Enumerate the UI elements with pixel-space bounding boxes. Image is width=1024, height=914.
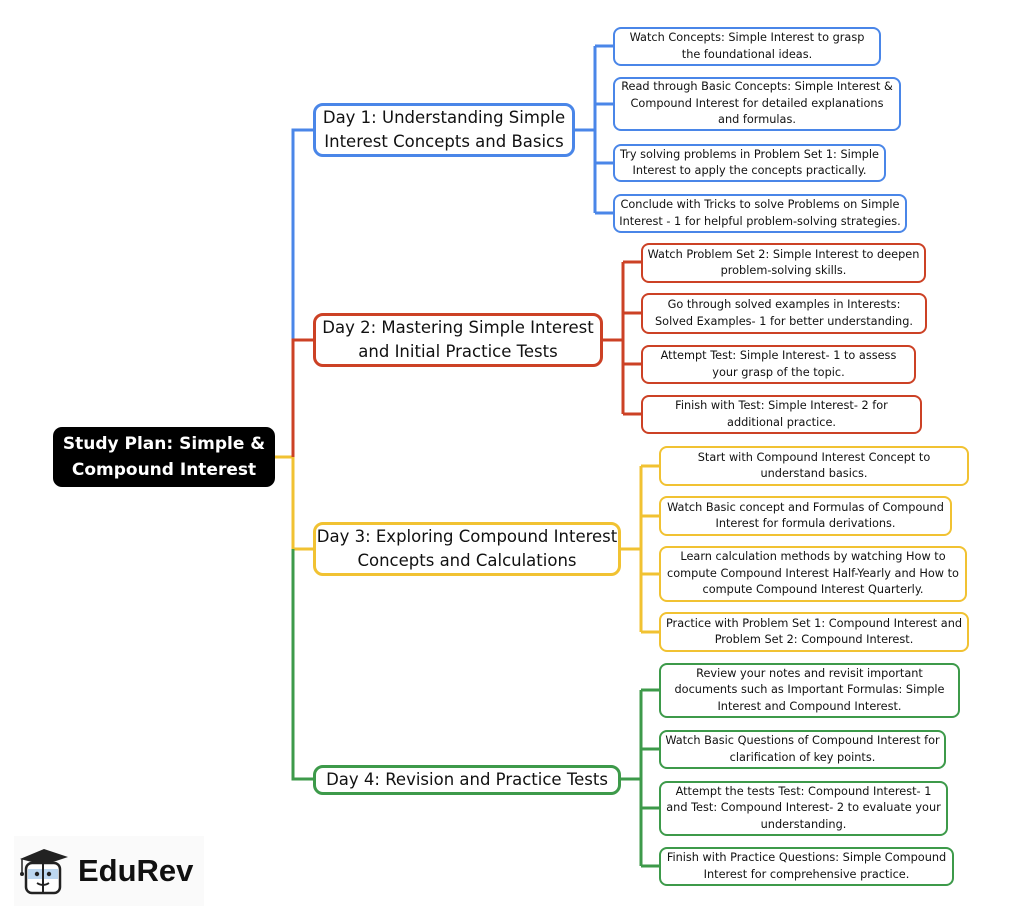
day2-task-4: Finish with Test: Simple Interest- 2 for… — [641, 395, 922, 434]
root-label: Study Plan: Simple & Compound Interest — [62, 434, 266, 480]
day3-task-3: Learn calculation methods by watching Ho… — [659, 546, 967, 602]
day4-task-4: Finish with Practice Questions: Simple C… — [659, 847, 954, 886]
task-text: Finish with Practice Questions: Simple C… — [666, 851, 947, 881]
task-text: Start with Compound Interest Concept to … — [697, 450, 931, 481]
day3-task-1: Start with Compound Interest Concept to … — [659, 446, 969, 486]
day4-node: Day 4: Revision and Practice Tests — [313, 765, 621, 795]
task-text: Read through Basic Concepts: Simple Inte… — [621, 80, 893, 127]
task-text: Go through solved examples in Interests:… — [655, 298, 913, 328]
task-text: Watch Concepts: Simple Interest to grasp… — [629, 31, 865, 61]
day4-task-1: Review your notes and revisit important … — [659, 663, 960, 718]
task-text: Practice with Problem Set 1: Compound In… — [665, 616, 963, 647]
day4-label: Day 4: Revision and Practice Tests — [326, 770, 608, 789]
day3-node: Day 3: Exploring Compound Interest Conce… — [313, 522, 621, 576]
connector-day4 — [291, 549, 313, 781]
day2-label: Day 2: Mastering Simple Interest and Ini… — [322, 318, 594, 361]
connector-day2-tasks — [603, 260, 641, 416]
graduation-cap-mascot-icon — [20, 849, 68, 895]
task-text: Watch Basic concept and Formulas of Comp… — [667, 500, 944, 531]
day1-task-1: Watch Concepts: Simple Interest to grasp… — [613, 27, 881, 66]
day1-task-3: Try solving problems in Problem Set 1: S… — [613, 144, 886, 182]
day4-task-2: Watch Basic Questions of Compound Intere… — [659, 730, 946, 769]
task-text: Watch Basic Questions of Compound Intere… — [665, 734, 940, 764]
logo-text: EduRev — [78, 853, 194, 888]
day3-task-2: Watch Basic concept and Formulas of Comp… — [659, 496, 952, 536]
day3-label: Day 3: Exploring Compound Interest Conce… — [316, 527, 618, 570]
task-text: Review your notes and revisit important … — [674, 666, 945, 713]
task-text: Attempt the tests Test: Compound Interes… — [666, 784, 941, 831]
task-text: Learn calculation methods by watching Ho… — [667, 550, 959, 597]
day1-task-2: Read through Basic Concepts: Simple Inte… — [613, 77, 901, 131]
day1-node: Day 1: Understanding Simple Interest Con… — [313, 103, 575, 157]
connector-day2 — [291, 338, 313, 457]
task-text: Try solving problems in Problem Set 1: S… — [619, 147, 880, 178]
day1-task-4: Conclude with Tricks to solve Problems o… — [613, 194, 907, 233]
day2-node: Day 2: Mastering Simple Interest and Ini… — [313, 313, 603, 367]
task-text: Conclude with Tricks to solve Problems o… — [619, 198, 901, 228]
day4-task-3: Attempt the tests Test: Compound Interes… — [659, 781, 948, 836]
root-node: Study Plan: Simple & Compound Interest — [53, 427, 275, 487]
task-text: Finish with Test: Simple Interest- 2 for… — [675, 399, 888, 429]
day2-task-2: Go through solved examples in Interests:… — [641, 293, 927, 334]
task-text: Watch Problem Set 2: Simple Interest to … — [647, 247, 920, 278]
day2-task-1: Watch Problem Set 2: Simple Interest to … — [641, 243, 926, 283]
connector-day3 — [291, 457, 313, 551]
day3-task-4: Practice with Problem Set 1: Compound In… — [659, 612, 969, 652]
day2-task-3: Attempt Test: Simple Interest- 1 to asse… — [641, 345, 916, 384]
connector-day1 — [291, 128, 313, 340]
connector-day3-tasks — [621, 464, 659, 634]
connector-day4-tasks — [621, 688, 659, 868]
task-text: Attempt Test: Simple Interest- 1 to asse… — [660, 349, 897, 379]
day1-label: Day 1: Understanding Simple Interest Con… — [322, 108, 566, 151]
edurev-logo: EduRev — [14, 836, 204, 906]
connector-day1-tasks — [575, 44, 613, 215]
